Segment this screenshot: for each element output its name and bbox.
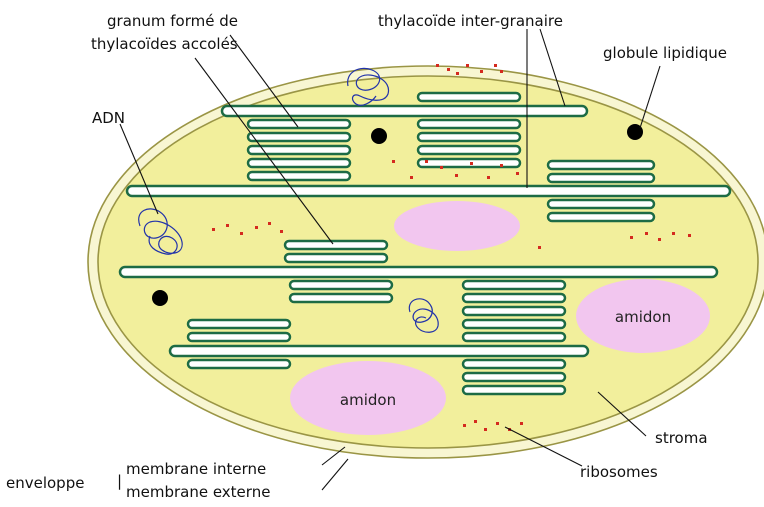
label-thylakoid-inter: thylacoïde inter-granaire [378,12,563,30]
label-envelope-separator: | [117,472,122,490]
stroma-thylakoid-3 [120,267,717,277]
label-ribosomes: ribosomes [580,463,658,481]
starch-label-bottom: amidon [340,391,396,409]
label-inner-membrane: membrane interne [126,460,266,478]
label-granum-line2: thylacoïdes accolés [91,35,238,53]
granum-f [463,281,565,394]
starch-grain-center [394,201,520,251]
stroma-thylakoid-2 [127,186,730,196]
lipid-globule-3 [152,290,168,306]
label-envelope: enveloppe [6,474,84,492]
label-granum-line1: granum formé de [107,12,238,30]
starch-label-right: amidon [615,308,671,326]
leader-outer-membrane [322,459,348,490]
label-lipid-globule: globule lipidique [603,44,727,62]
label-outer-membrane: membrane externe [126,483,270,501]
label-stroma: stroma [655,429,708,447]
lipid-globule-1 [371,128,387,144]
stroma-thylakoid-1 [222,106,587,116]
label-dna: ADN [92,109,125,127]
stroma-thylakoid-4 [170,346,588,356]
